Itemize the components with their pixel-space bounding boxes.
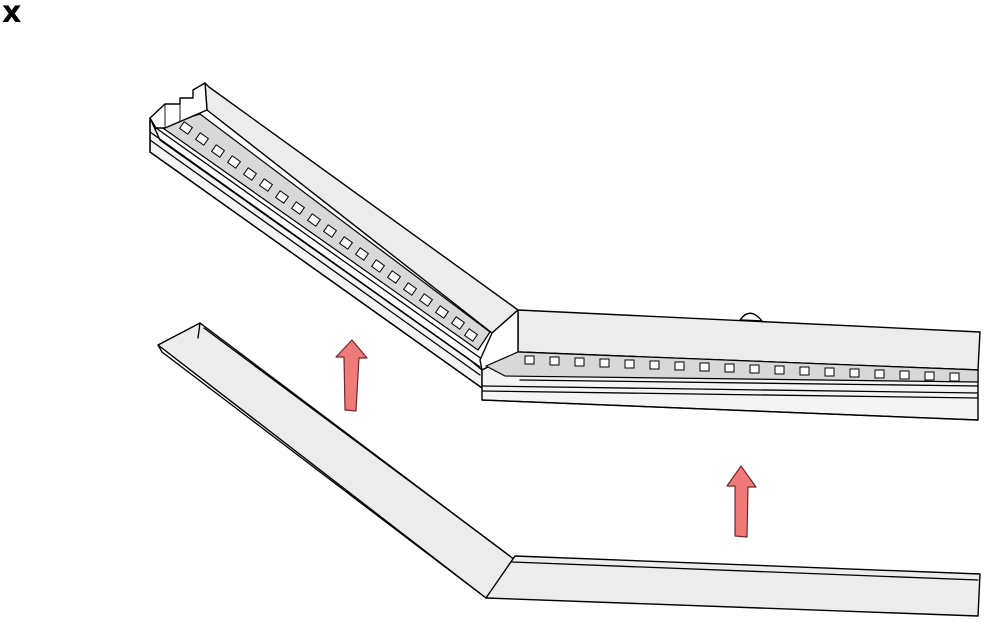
left-arm-led-row bbox=[178, 121, 479, 342]
top-bump bbox=[739, 312, 763, 322]
right-arm-led-row bbox=[524, 355, 960, 382]
diffuser-cover bbox=[157, 322, 981, 617]
diffuser-right-arm bbox=[485, 555, 981, 617]
step-label: x bbox=[2, 0, 22, 30]
arrow-left bbox=[335, 339, 368, 412]
arrow-right bbox=[726, 465, 757, 538]
left-end-cap bbox=[149, 82, 208, 129]
led-profile-angled bbox=[149, 82, 981, 421]
